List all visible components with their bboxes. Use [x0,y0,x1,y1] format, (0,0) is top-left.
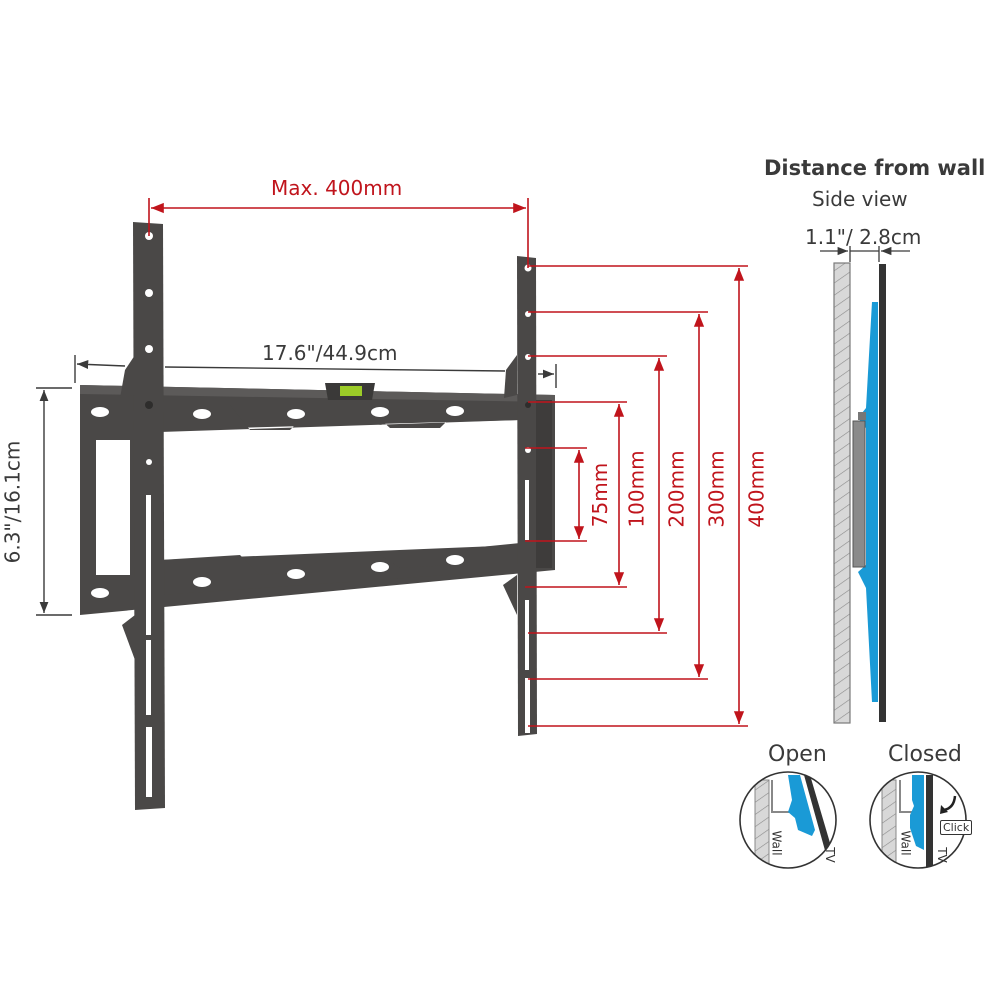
left-vertical-arm [120,222,165,810]
inset-open-diagram [739,771,837,869]
vesa-200mm-label: 200mm [664,450,689,528]
side-view-subtitle: Side view [812,187,908,211]
plate-width-label: 17.6"/44.9cm [262,341,398,365]
vesa-100mm-label: 100mm [624,450,649,528]
plate-width-dimension [74,355,557,388]
side-view-title: Distance from wall [764,156,986,180]
max-width-label: Max. 400mm [271,176,403,200]
click-badge: Click [940,820,973,835]
plate-height-label: 6.3"/16.1cm [0,440,25,564]
distance-from-wall-label: 1.1"/ 2.8cm [805,225,922,249]
inset-closed-tv-label: TV [934,847,949,863]
plate-height-dimension [36,387,72,616]
vesa-400mm-label: 400mm [744,450,769,528]
inset-open-wall-label: Wall [769,830,784,856]
inset-open-tv-label: TV [822,847,837,863]
inset-closed-title: Closed [888,742,962,767]
inset-open-title: Open [768,742,827,767]
inset-closed-wall-label: Wall [898,830,913,856]
side-view [820,246,910,724]
vesa-75mm-label: 75mm [588,462,613,528]
vesa-dimensions [525,265,748,727]
wall-plate [80,383,555,615]
click-arrow-icon [943,795,957,812]
max-width-dimension [148,198,529,268]
right-vertical-arm [503,256,552,736]
vesa-300mm-label: 300mm [704,450,729,528]
